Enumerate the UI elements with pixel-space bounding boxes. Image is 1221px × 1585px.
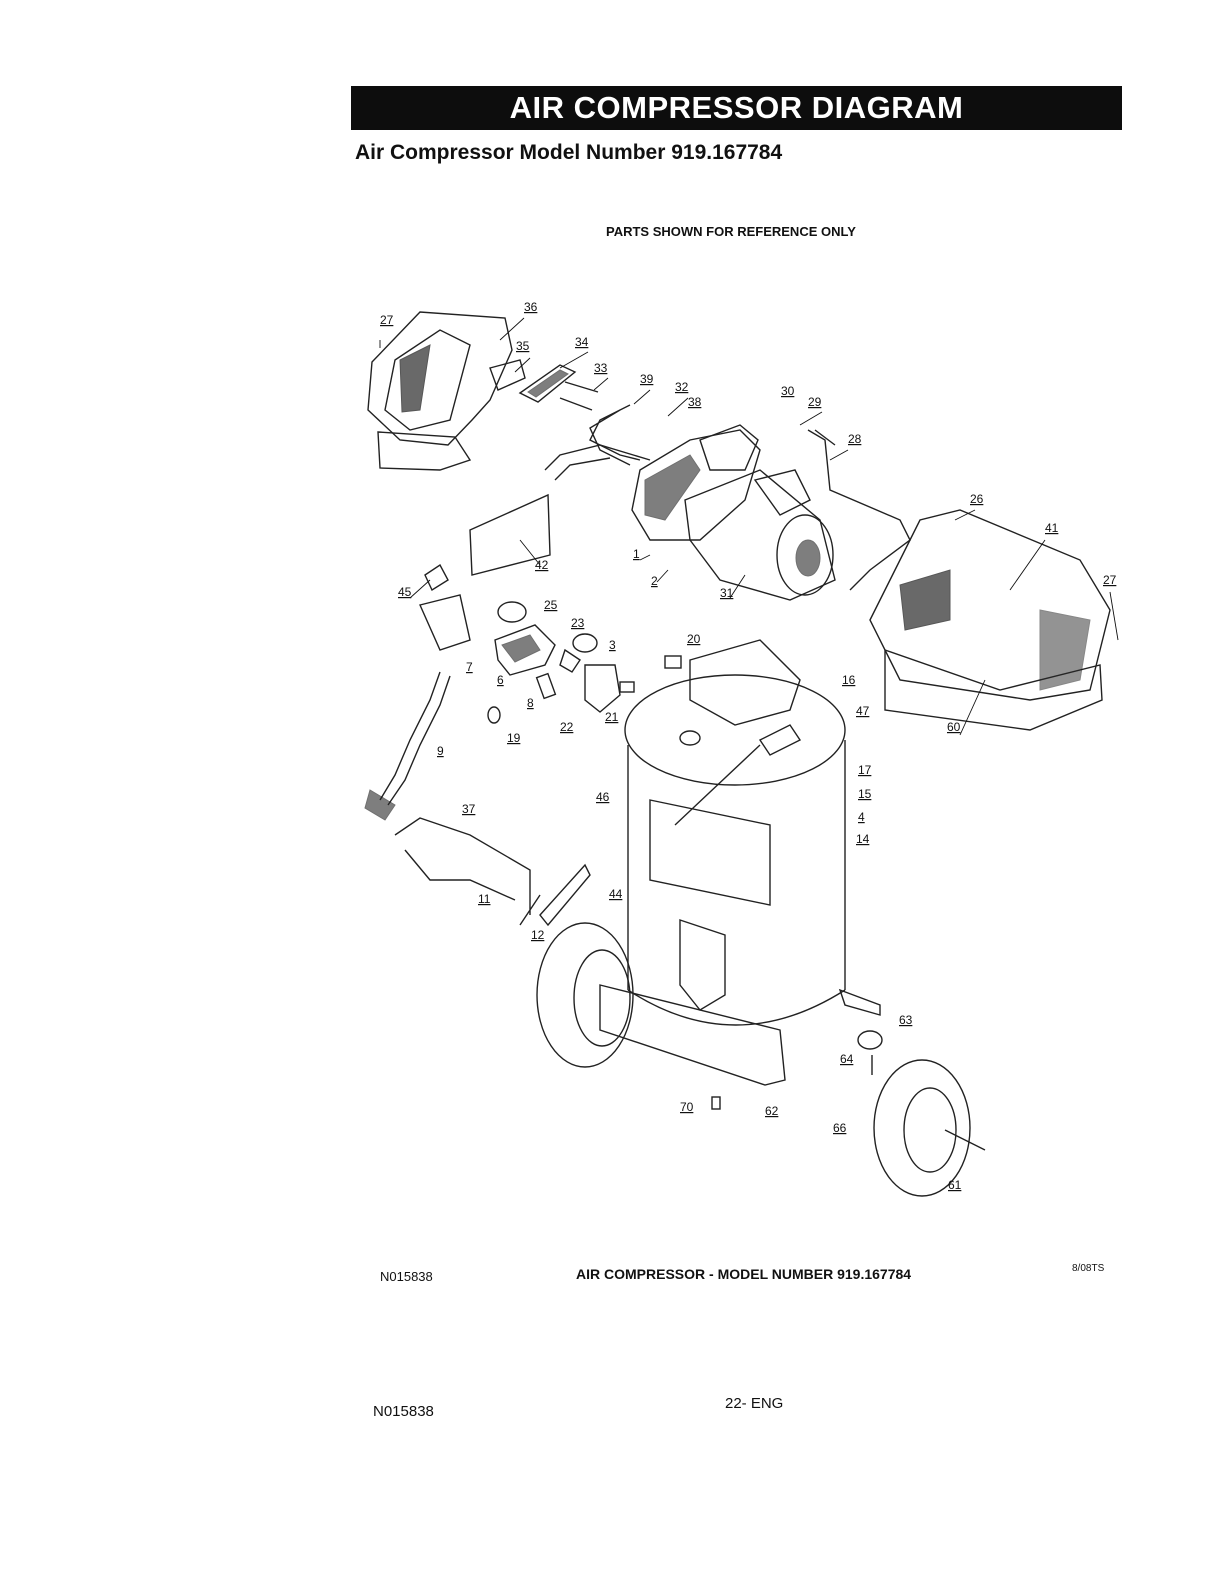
part-label-p45: 45 (398, 585, 412, 599)
leader-lines (379, 317, 1119, 736)
pressure-switch-drawing (487, 601, 635, 724)
part-label-p25: 25 (544, 598, 558, 612)
part-number-labels: 1234678911121415161719202122232526272728… (380, 300, 1117, 1192)
part-label-p8: 8 (527, 696, 534, 710)
part-label-p3: 3 (609, 638, 616, 652)
part-label-p9: 9 (437, 744, 444, 758)
handle-drawing (394, 817, 541, 926)
part-label-p36: 36 (524, 300, 538, 314)
left-shroud-drawing (367, 311, 526, 471)
plug-drawing (364, 789, 396, 821)
part-label-p44: 44 (609, 887, 623, 901)
part-label-p6: 6 (497, 673, 504, 687)
handle-bracket-drawing (539, 863, 591, 927)
part-label-p28: 28 (848, 432, 862, 446)
part-label-p41: 41 (1045, 521, 1059, 535)
part-label-p34: 34 (575, 335, 589, 349)
part-label-p39: 39 (640, 372, 654, 386)
bracket-drawing (419, 563, 471, 651)
page-reference: N015838 (373, 1403, 434, 1420)
part-label-p61: 61 (948, 1178, 962, 1192)
part-label-p26: 26 (970, 492, 984, 506)
valve-plate-drawing (518, 364, 599, 411)
part-label-p2: 2 (651, 574, 658, 588)
part-label-p27b: 27 (1103, 573, 1117, 587)
page-number: 22- ENG (725, 1395, 784, 1412)
outlet-line-drawing (807, 429, 911, 591)
left-wheel-drawing (536, 922, 881, 1086)
part-label-p70: 70 (680, 1100, 694, 1114)
part-label-p64: 64 (840, 1052, 854, 1066)
motor-drawing (684, 469, 836, 601)
part-label-p27a: 27 (380, 313, 394, 327)
part-label-p47: 47 (856, 704, 870, 718)
power-cord-drawing (379, 671, 451, 806)
part-label-p32: 32 (675, 380, 689, 394)
pump-head-drawing (631, 424, 761, 541)
part-label-p17: 17 (858, 763, 872, 777)
part-label-p23: 23 (571, 616, 585, 630)
part-label-p37: 37 (462, 802, 476, 816)
part-label-p19: 19 (507, 731, 521, 745)
part-label-p4: 4 (858, 810, 865, 824)
part-label-p12: 12 (531, 928, 545, 942)
part-label-p11: 11 (478, 892, 491, 906)
figure-reference: N015838 (380, 1269, 433, 1284)
part-label-p16: 16 (842, 673, 856, 687)
part-label-p63: 63 (899, 1013, 913, 1027)
part-label-p38: 38 (688, 395, 702, 409)
right-shroud-drawing (869, 509, 1111, 731)
part-label-p46: 46 (596, 790, 610, 804)
part-label-p31: 31 (720, 586, 734, 600)
part-label-p20: 20 (687, 632, 701, 646)
part-label-p30: 30 (781, 384, 795, 398)
page-title: AIR COMPRESSOR DIAGRAM (351, 86, 1122, 130)
part-label-p62: 62 (765, 1104, 779, 1118)
part-label-p22: 22 (560, 720, 574, 734)
part-label-p29: 29 (808, 395, 822, 409)
right-wheel-drawing (711, 1030, 986, 1197)
tube-lower-drawing (544, 444, 651, 481)
part-label-p7: 7 (466, 660, 473, 674)
part-label-p42: 42 (535, 558, 549, 572)
revision-date: 8/08TS (1072, 1263, 1105, 1274)
part-label-p33: 33 (594, 361, 608, 375)
part-label-p15: 15 (858, 787, 872, 801)
part-label-p35: 35 (516, 339, 530, 353)
part-label-p14: 14 (856, 832, 870, 846)
tank-drawing (624, 639, 846, 1026)
tube-drawing (589, 404, 641, 466)
decal-drawing (469, 493, 551, 576)
part-label-p1: 1 (633, 547, 640, 561)
part-label-p60: 60 (947, 720, 961, 734)
reference-note: PARTS SHOWN FOR REFERENCE ONLY (606, 224, 856, 239)
model-subtitle: Air Compressor Model Number 919.167784 (355, 141, 783, 164)
figure-caption: AIR COMPRESSOR - MODEL NUMBER 919.167784 (576, 1266, 912, 1282)
part-label-p66: 66 (833, 1121, 847, 1135)
part-label-p21: 21 (605, 710, 619, 724)
